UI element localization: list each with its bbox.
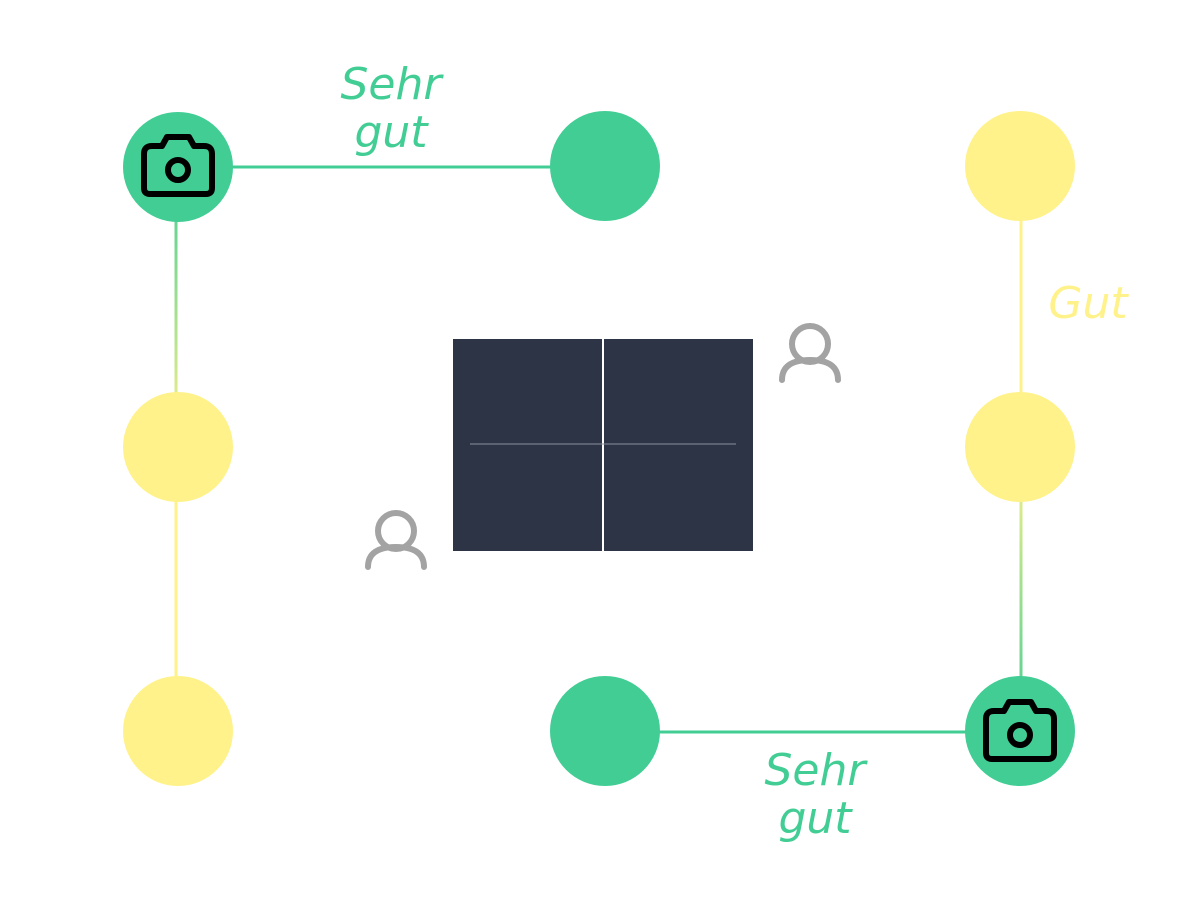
person-icon bbox=[365, 510, 427, 570]
node-middle-left bbox=[123, 392, 233, 502]
node-bottom-left bbox=[123, 676, 233, 786]
camera-icon bbox=[983, 699, 1057, 762]
node-top-right bbox=[965, 111, 1075, 221]
center-screen bbox=[453, 339, 753, 551]
bottom-quality-label-line2: gut bbox=[778, 793, 853, 844]
top-quality-label-line1: Sehr bbox=[341, 59, 445, 110]
node-bottom-center bbox=[550, 676, 660, 786]
edge-right-lower bbox=[1019, 447, 1023, 732]
right-quality-label: Gut bbox=[1048, 278, 1129, 329]
person-icon bbox=[779, 323, 841, 383]
edge-left-upper bbox=[174, 167, 178, 447]
node-top-left bbox=[123, 112, 233, 222]
node-middle-right bbox=[965, 392, 1075, 502]
node-bottom-right bbox=[965, 676, 1075, 786]
node-top-center bbox=[550, 111, 660, 221]
bottom-quality-label-line1: Sehr bbox=[765, 745, 869, 796]
top-quality-label-line2: gut bbox=[354, 107, 429, 158]
camera-icon bbox=[141, 134, 215, 197]
